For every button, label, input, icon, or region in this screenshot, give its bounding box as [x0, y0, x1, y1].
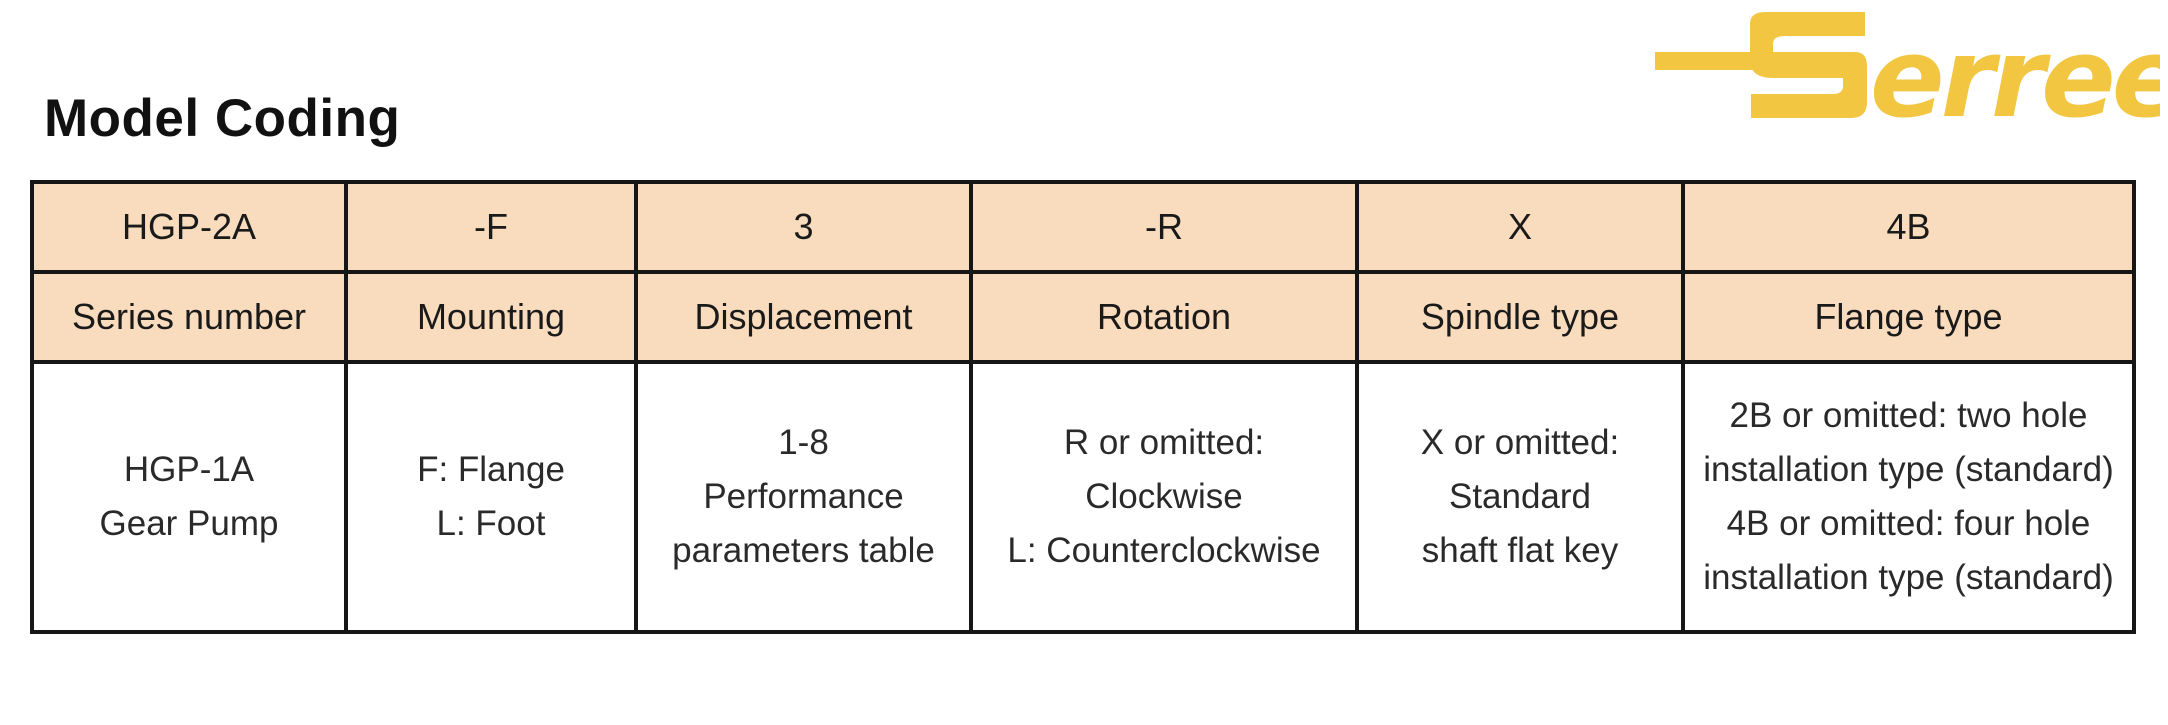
desc-line: installation type (standard): [1703, 450, 2114, 489]
desc-line: L: Foot: [436, 504, 546, 543]
desc-cell-spindle: X or omitted: Standard shaft flat key: [1355, 360, 1685, 634]
desc-line: shaft flat key: [1421, 531, 1619, 570]
code-cell-series: HGP-2A: [30, 180, 348, 274]
code-cell-mounting: -F: [344, 180, 638, 274]
label-cell-rotation: Rotation: [969, 270, 1359, 364]
desc-cell-rotation: R or omitted: Clockwise L: Counterclockw…: [969, 360, 1359, 634]
desc-cell-mounting: F: Flange L: Foot: [344, 360, 638, 634]
label-cell-mounting: Mounting: [344, 270, 638, 364]
desc-line: 1-8: [778, 423, 829, 462]
brand-logo: erreen: [1655, 8, 2168, 142]
label-cell-flange: Flange type: [1681, 270, 2136, 364]
label-cell-spindle: Spindle type: [1355, 270, 1685, 364]
desc-line: HGP-1A: [123, 450, 255, 489]
desc-line: F: Flange: [417, 450, 565, 489]
model-coding-table: HGP-2A -F 3 -R X 4B Series number Mounti…: [30, 180, 2136, 634]
desc-line: 2B or omitted: two hole: [1729, 396, 2088, 435]
desc-cell-flange: 2B or omitted: two hole installation typ…: [1681, 360, 2136, 634]
code-cell-displacement: 3: [634, 180, 973, 274]
desc-line: L: Counterclockwise: [1007, 531, 1321, 570]
desc-line: Gear Pump: [99, 504, 279, 543]
description-row: HGP-1A Gear Pump F: Flange L: Foot 1-8 P…: [30, 360, 2136, 634]
label-cell-series: Series number: [30, 270, 348, 364]
desc-line: Standard: [1448, 477, 1592, 516]
code-row: HGP-2A -F 3 -R X 4B: [30, 180, 2136, 274]
code-cell-rotation: -R: [969, 180, 1359, 274]
desc-line: 4B or omitted: four hole: [1726, 504, 2091, 543]
desc-cell-series: HGP-1A Gear Pump: [30, 360, 348, 634]
desc-cell-displacement: 1-8 Performance parameters table: [634, 360, 973, 634]
desc-line: R or omitted:: [1063, 423, 1265, 462]
desc-line: parameters table: [672, 531, 935, 570]
code-cell-flange: 4B: [1681, 180, 2136, 274]
code-cell-spindle: X: [1355, 180, 1685, 274]
desc-line: installation type (standard): [1703, 558, 2114, 597]
desc-line: Performance: [703, 477, 904, 516]
label-cell-displacement: Displacement: [634, 270, 973, 364]
desc-line: Clockwise: [1085, 477, 1243, 516]
svg-text:erreen: erreen: [1870, 14, 2160, 126]
page-title: Model Coding: [44, 89, 401, 148]
label-row: Series number Mounting Displacement Rota…: [30, 270, 2136, 364]
desc-line: X or omitted:: [1420, 423, 1620, 462]
